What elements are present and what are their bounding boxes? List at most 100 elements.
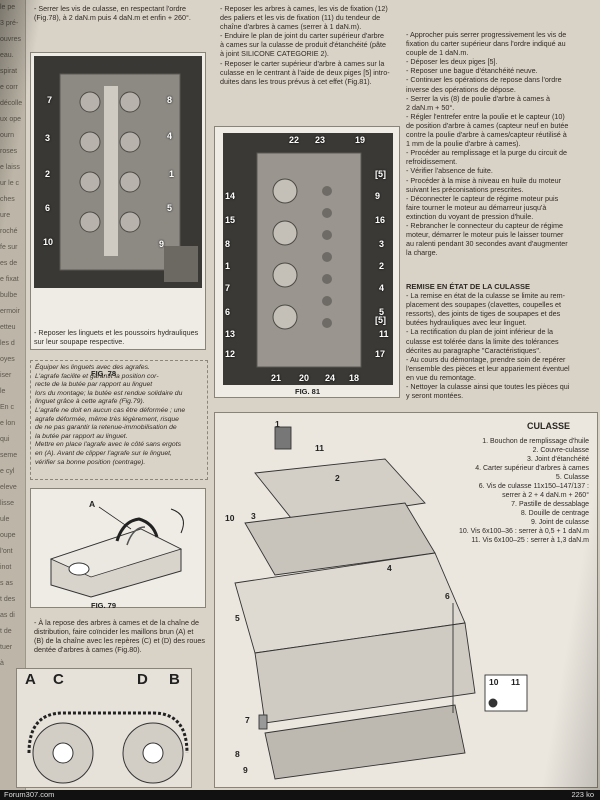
text-line: placement des soupapes (clavettes, coupe… (406, 300, 562, 310)
text-line: - Au cours du démontage, prendre soin de… (406, 354, 566, 364)
fig81-label: 24 (325, 373, 336, 383)
text-line: - Continuer les opérations de repose dan… (406, 75, 562, 85)
fig81-label: 11 (379, 329, 389, 339)
fig78-label: 5 (167, 203, 173, 213)
fig78-frame: 7 8 3 4 2 1 6 5 10 9 FIG. 78 (30, 52, 206, 378)
fig81-label: 12 (225, 349, 236, 359)
text-line: roses (0, 148, 18, 155)
fig78-label: 6 (45, 203, 51, 213)
fig81-label: 2 (379, 261, 385, 271)
text-line: 10. Vis 6x100–36 : serrer à 0,5 + 1 daN.… (458, 528, 589, 535)
text-line: inot (0, 564, 12, 571)
text-line: L'agrafe ne doit en aucun cas être défor… (35, 406, 186, 414)
text-line: - Reposer une bague d'étanchéité neuve. (406, 66, 538, 76)
text-line: en (A). Avant de clipper l'agrafe sur le… (35, 449, 172, 457)
box-label: 10 (489, 677, 499, 687)
cylinder-head-top-view (34, 56, 202, 288)
col1-top-text: - Serrer les vis de culasse, en respecta… (34, 4, 214, 22)
text-line: agrafe déformée, même très légèrement, r… (35, 415, 179, 423)
fig81-label: 4 (379, 283, 385, 293)
text-line: - Nettoyer la culasse ainsi que toutes l… (406, 382, 570, 392)
text-line: la butée par rapport au linguet. (35, 432, 128, 440)
fig78-photo (34, 56, 202, 288)
text-line: dentée d'arbres à cames (Fig.80). (34, 645, 142, 655)
exploded-view-drawing (234, 426, 528, 780)
text-line: e lon (0, 420, 16, 427)
text-line: - Enduire le plan de joint du carter sup… (220, 31, 384, 41)
image-footer: Forum307.com 223 ko (0, 790, 600, 800)
text-line: culasse en le centrant à l'aide de deux … (220, 67, 390, 77)
col1-mid-text: - Reposer les linguets et les poussoirs … (34, 328, 214, 346)
text-line: culasse est tolérée dans la limite des t… (406, 336, 559, 346)
fig81-label: 21 (271, 373, 282, 383)
culasse-callout: 11 (315, 443, 324, 453)
fig79-label: A (89, 499, 96, 509)
text-line: qui (0, 436, 10, 443)
fig80-frame: A C D B (16, 668, 192, 788)
text-line: 6. Vis de culasse 11x150–147/137 : (478, 483, 589, 490)
text-line: - Reposer le carter supérieur d'arbre à … (220, 58, 385, 68)
text-line: 9. Joint de culasse (531, 519, 589, 526)
text-line: - Rebrancher le connecteur du capteur de… (406, 220, 564, 230)
text-line: distribution, faire coïncider les maillo… (34, 627, 194, 637)
text-line: à joint SILICONE CATEGORIE 2). (220, 49, 329, 59)
fig79-caption: FIG. 79 (91, 601, 117, 610)
text-line: le (0, 388, 6, 395)
col2-top-text: - Reposer les arbres à cames, les vis de… (220, 4, 400, 86)
fig81-label: 19 (355, 135, 366, 145)
fig78-label: 1 (169, 169, 175, 179)
fig81-label: 20 (299, 373, 310, 383)
text-line: serrer à 2 + 4 daN.m + 260° (502, 492, 589, 499)
fig78-caption: FIG. 78 (91, 369, 117, 378)
culasse-callout: 3 (251, 511, 256, 521)
fig80-label: A (25, 671, 36, 688)
culasse-callout: 5 (235, 613, 240, 623)
text-line: lisse (0, 500, 15, 507)
culasse-callout: 1 (275, 419, 280, 429)
fig81-label: 3 (379, 239, 385, 249)
fig81-label: 22 (289, 135, 300, 145)
text-line: - Procéder au remplissage et la purge du… (406, 148, 568, 158)
text-line: la charge. (406, 248, 438, 258)
text-line: - Approcher puis serrer progressivement … (406, 30, 567, 39)
culasse-callout: 6 (445, 591, 450, 601)
text-line: ure (0, 212, 11, 219)
text-line: roché (0, 228, 18, 235)
text-line: t de (0, 628, 12, 635)
text-line: y seront montées. (406, 391, 464, 401)
text-line: 8. Douille de centrage (520, 510, 589, 517)
text-line: - Vérifier l'absence de fuite. (406, 166, 493, 176)
note-text: Équiper les linguets avec des agrafes.L'… (35, 364, 205, 467)
box-label: 11 (511, 677, 520, 687)
text-line: tuer (0, 644, 13, 651)
text-line: spirat (0, 68, 18, 75)
text-line: etteu (0, 324, 16, 331)
text-line: 2. Couvre-culasse (532, 447, 589, 454)
fig81-label: 14 (225, 191, 236, 201)
text-line: à (0, 660, 4, 667)
culasse-callout: 7 (245, 715, 250, 725)
text-line: iser (0, 372, 12, 379)
text-line: oupe (0, 532, 16, 539)
text-line: - Reposer les linguets et les poussoirs … (34, 328, 199, 337)
culasse-callout: 8 (235, 749, 240, 759)
fig80-label: C (53, 671, 64, 688)
fig81-label: 16 (375, 215, 386, 225)
text-line: seme (0, 452, 18, 459)
text-line: as di (0, 612, 15, 619)
text-line: (Fig.78), à 2 daN.m puis 4 daN.m et enfi… (34, 13, 191, 23)
text-line: butées hydrauliques avec leur linguet. (406, 318, 527, 328)
text-line: 1. Bouchon de remplissage d'huile (482, 438, 589, 445)
text-line: Mettre en place l'agrafe avec le côté sa… (35, 441, 182, 449)
text-line: ressorts), des joints de tiges de soupap… (406, 309, 561, 319)
text-line: fe sur (0, 244, 18, 251)
size-label: 223 ko (571, 790, 594, 799)
text-line: - Serrer la vis (8) de poulie d'arbre à … (406, 93, 550, 103)
text-line: ourn (0, 132, 15, 139)
text-line: décolle (0, 100, 23, 107)
fig81-label: 1 (225, 261, 231, 271)
text-line: de ne pas garantir la retenue-immobilisa… (35, 424, 177, 432)
camshaft-carrier-photo (223, 133, 393, 385)
